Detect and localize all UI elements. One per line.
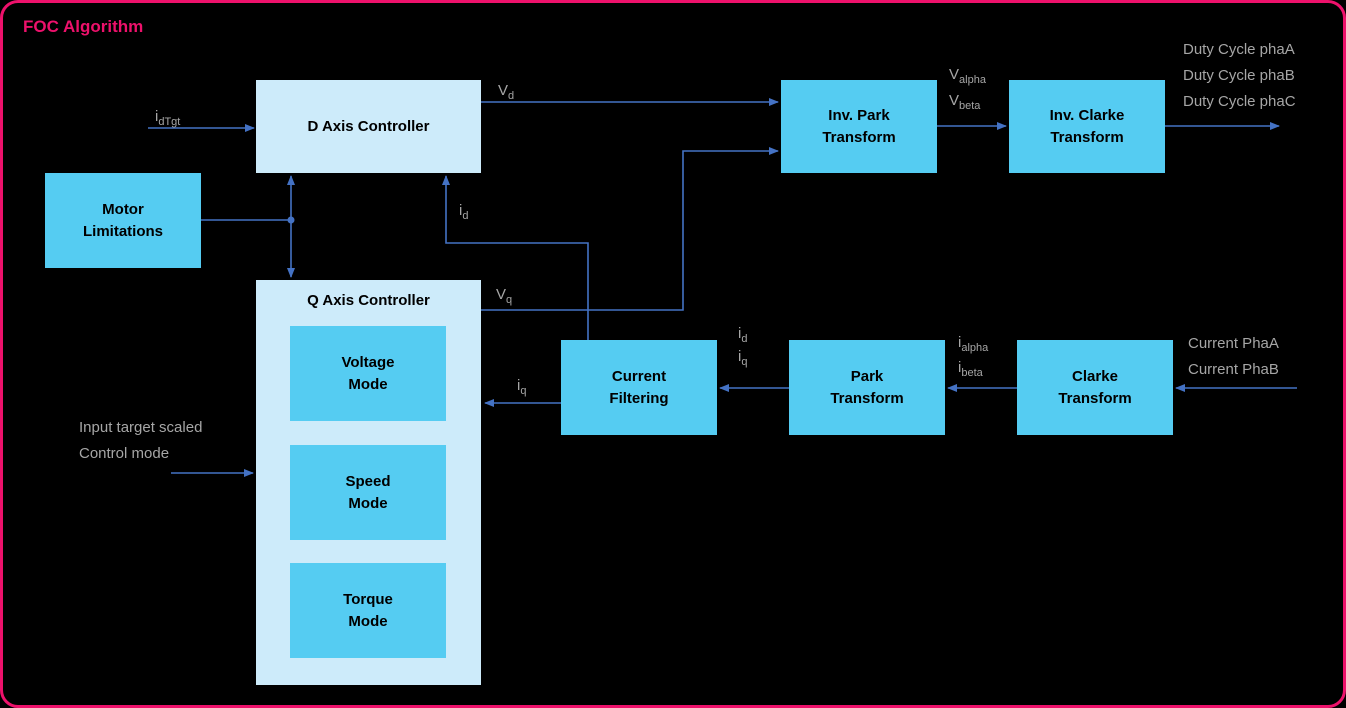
connectors-layer	[148, 98, 1297, 477]
block-motor-limitations-label: Motor Limitations	[82, 200, 163, 240]
block-park-label: Park Transform	[830, 367, 904, 407]
block-clarke-label: Clarke Transform	[1058, 367, 1132, 407]
block-speed-mode: Speed Mode	[290, 445, 446, 540]
block-inv-park-label: Inv. Park Transform	[822, 106, 896, 146]
label-control-mode: Control mode	[79, 445, 170, 462]
label-iq-feedback: iq	[517, 377, 527, 397]
label-duty-cycle-phaa: Duty Cycle phaA	[1183, 41, 1295, 58]
connector-id-feedback	[442, 175, 589, 340]
block-voltage-mode: Voltage Mode	[290, 326, 446, 421]
block-current-filtering: Current Filtering	[561, 340, 717, 435]
label-id-mid: id	[738, 325, 748, 345]
label-vd: Vd	[498, 82, 515, 102]
block-inv-clarke-label: Inv. Clarke Transform	[1049, 106, 1125, 146]
block-speed-mode-label: Speed Mode	[345, 472, 391, 512]
label-vbeta: Vbeta	[949, 92, 981, 112]
label-iq-mid: iq	[738, 348, 748, 368]
block-torque-mode: Torque Mode	[290, 563, 446, 658]
label-vq: Vq	[496, 286, 513, 306]
block-park-transform: Park Transform	[789, 340, 945, 435]
block-current-filtering-label: Current Filtering	[609, 367, 669, 407]
label-valpha: Valpha	[949, 66, 986, 86]
connector-vq-to-inv-park	[481, 147, 779, 311]
label-duty-cycle-phab: Duty Cycle phaB	[1183, 67, 1295, 84]
block-d-axis-label: D Axis Controller	[307, 117, 430, 135]
block-d-axis-controller: D Axis Controller	[256, 80, 481, 173]
label-current-phaa: Current PhaA	[1188, 335, 1279, 352]
label-idtgt: idTgt	[155, 108, 181, 128]
block-motor-limitations: Motor Limitations	[45, 173, 201, 268]
block-voltage-mode-label: Voltage Mode	[341, 353, 395, 393]
block-inv-clarke-transform: Inv. Clarke Transform	[1009, 80, 1165, 173]
label-input-target-scaled: Input target scaled	[79, 419, 203, 436]
block-torque-mode-label: Torque Mode	[343, 590, 393, 630]
block-inv-park-transform: Inv. Park Transform	[781, 80, 937, 173]
label-ibeta: ibeta	[958, 359, 983, 379]
label-id-feedback: id	[459, 202, 469, 222]
diagram-title: FOC Algorithm	[23, 17, 144, 36]
junction-dot	[287, 216, 295, 224]
label-current-phab: Current PhaB	[1188, 361, 1279, 378]
label-duty-cycle-phac: Duty Cycle phaC	[1183, 93, 1296, 110]
label-ialpha: ialpha	[958, 334, 989, 354]
block-q-axis-label: Q Axis Controller	[307, 292, 430, 309]
block-clarke-transform: Clarke Transform	[1017, 340, 1173, 435]
